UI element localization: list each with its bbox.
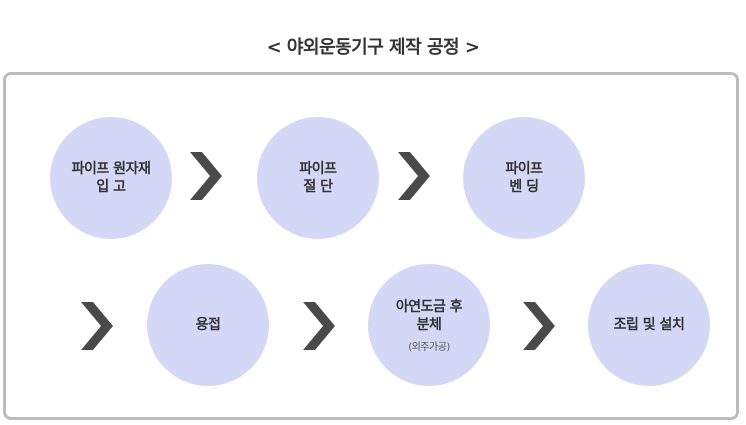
step-label: 조립 및 설치	[613, 317, 685, 333]
chevron-right-icon	[521, 302, 555, 350]
step-label-line2: 입 고	[96, 179, 126, 195]
step-pipe-material-receiving: 파이프 원자재 입 고	[50, 117, 172, 239]
step-label: 용접	[195, 317, 221, 333]
step-pipe-cutting: 파이프 절 단	[257, 117, 379, 239]
chevron-right-icon	[188, 152, 222, 200]
chevron-right-icon	[301, 302, 335, 350]
step-label: 파이프	[505, 161, 543, 177]
step-label: 파이프 원자재	[71, 161, 151, 177]
chevron-right-icon	[396, 152, 430, 200]
process-title: < 야외운동기구 제작 공정 >	[266, 37, 480, 58]
step-welding: 용접	[147, 264, 269, 386]
step-note: (외주가공)	[408, 341, 450, 353]
step-label-line2: 절 단	[303, 179, 333, 195]
step-pipe-bending: 파이프 벤 딩	[463, 117, 585, 239]
step-galvanizing-powder-coating: 아연도금 후 분체 (외주가공)	[368, 264, 490, 386]
chevron-right-icon	[79, 302, 113, 350]
step-label: 파이프	[299, 161, 337, 177]
step-label-line2: 분체	[416, 316, 442, 333]
step-assembly-installation: 조립 및 설치	[588, 264, 710, 386]
step-label: 아연도금 후	[395, 298, 463, 315]
step-label-line2: 벤 딩	[509, 179, 539, 195]
